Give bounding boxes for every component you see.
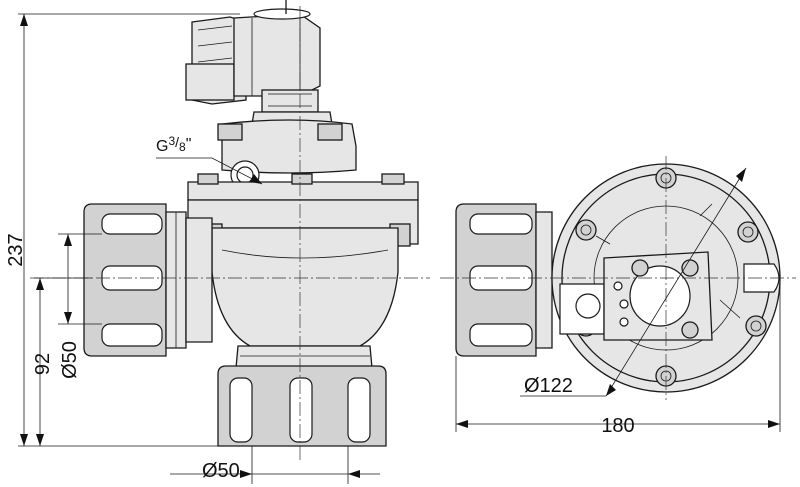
outlet-diameter-label: Ø50 [202, 460, 240, 482]
dim-top-view-diameter: Ø122 [520, 167, 747, 397]
valve-body [211, 227, 399, 369]
outlet-union-nut [217, 365, 387, 447]
dim-inlet-diameter: Ø50 [58, 233, 102, 379]
top-view-union-nut [455, 203, 553, 357]
valve-bonnet [187, 111, 419, 247]
port-center-height-label: 92 [32, 353, 54, 375]
dim-overall-height: 237 [5, 13, 240, 447]
top-view-solenoid [559, 251, 713, 341]
dim-outlet-diameter: Ø50 [170, 446, 380, 484]
dim-port-center-height: 92 [32, 277, 92, 446]
inlet-union-nut [83, 203, 213, 357]
dim-overall-width: 180 [455, 280, 781, 437]
front-view [30, 0, 430, 462]
top-view [440, 156, 796, 400]
pilot-port-callout: G3/8" [156, 134, 263, 185]
inlet-diameter-label: Ø50 [59, 341, 81, 379]
overall-width-label: 180 [601, 415, 634, 437]
overall-height-label: 237 [5, 233, 27, 266]
top-view-diameter-label: Ø122 [524, 375, 573, 397]
pilot-port-thread-label: G3/8" [156, 134, 191, 155]
